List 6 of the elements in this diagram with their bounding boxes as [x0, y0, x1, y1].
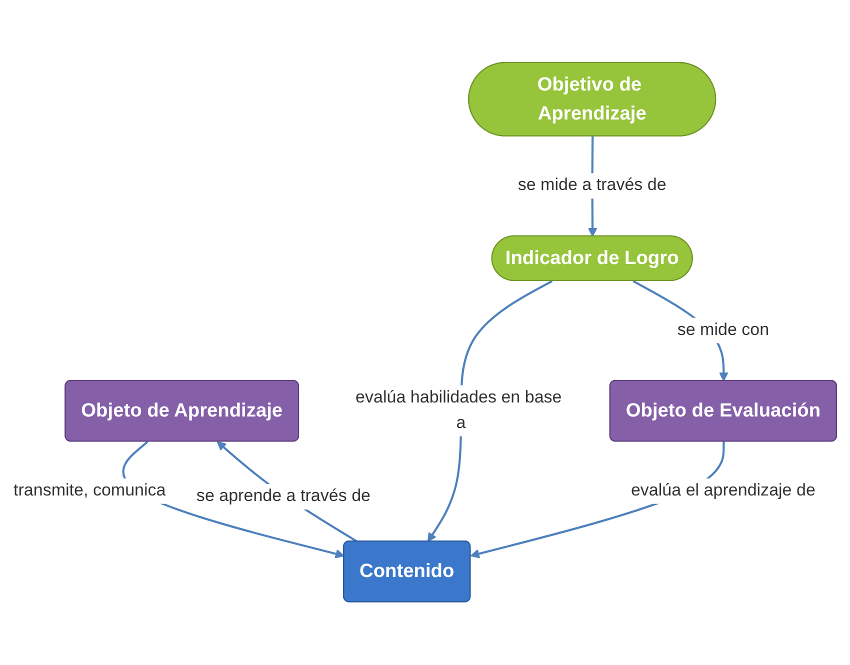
- edge-label: evalúa habilidades en base a: [356, 388, 562, 432]
- edge-label: se aprende a través de: [196, 488, 371, 506]
- edge-label: evalúa el aprendizaje de: [630, 482, 816, 500]
- edge-label: se mide a través de: [518, 176, 666, 195]
- edge-label: transmite, comunica: [14, 482, 166, 500]
- edge-label: se mide con: [677, 321, 770, 340]
